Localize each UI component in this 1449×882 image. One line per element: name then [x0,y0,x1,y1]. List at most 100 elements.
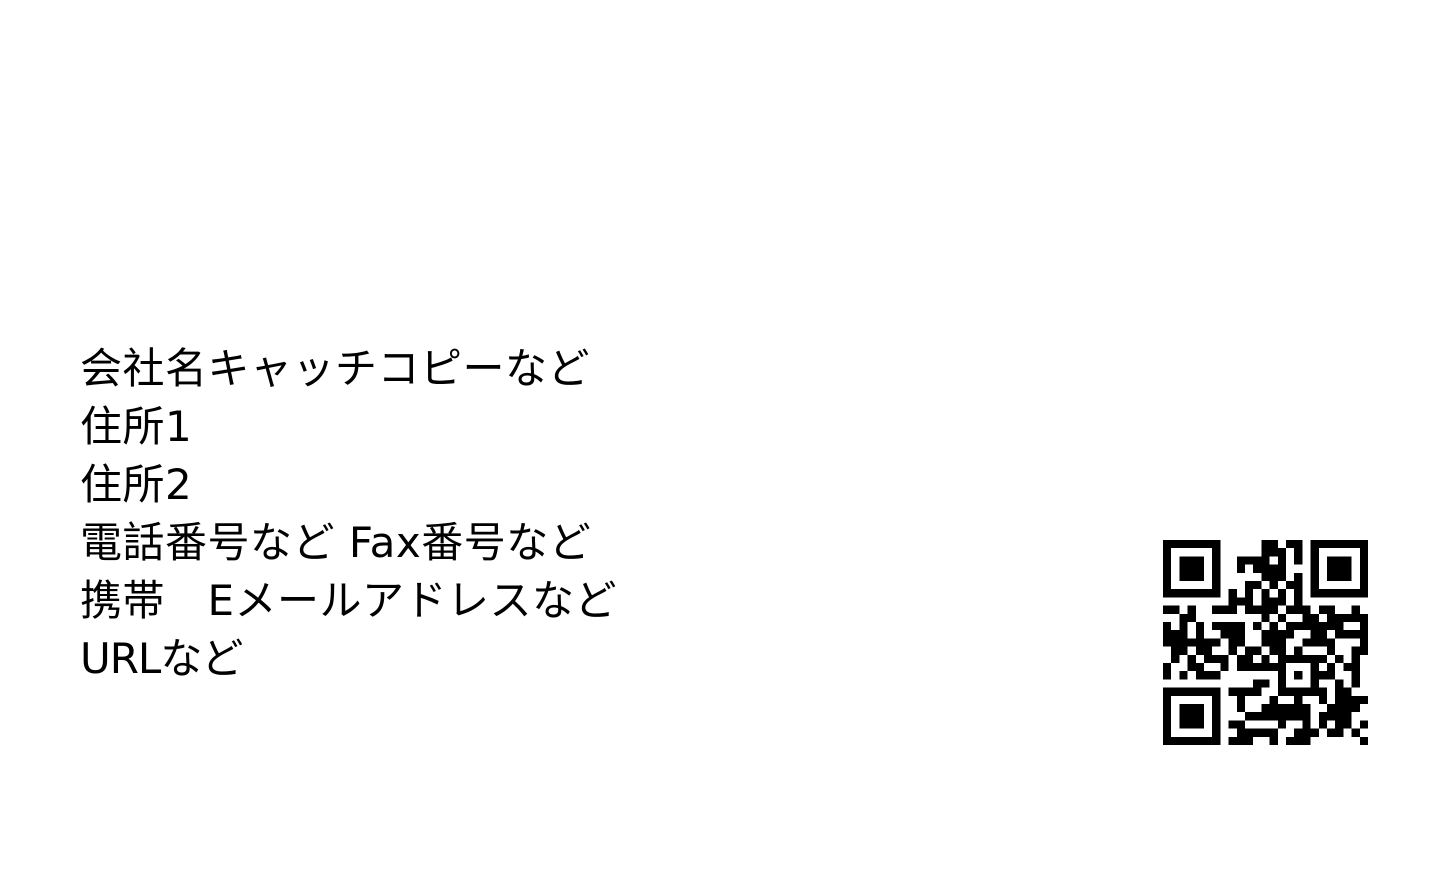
qr-module [1294,687,1303,696]
qr-module [1286,712,1295,721]
address-line-2: 住所2 [80,460,193,509]
qr-module [1187,663,1196,672]
qr-module [1179,687,1188,696]
qr-module [1294,712,1303,721]
qr-module [1212,548,1221,557]
qr-module [1236,630,1245,639]
qr-module [1187,540,1196,549]
qr-module [1343,564,1352,573]
qr-module [1343,630,1352,639]
qr-module [1302,736,1311,745]
qr-module [1212,720,1221,729]
qr-module [1286,630,1295,639]
qr-module [1310,654,1319,663]
qr-module [1261,638,1270,647]
qr-module [1195,638,1204,647]
qr-module [1343,695,1352,704]
qr-module [1236,663,1245,672]
qr-module [1269,646,1278,655]
qr-module [1351,613,1360,622]
qr-module [1187,564,1196,573]
qr-module [1204,671,1213,680]
qr-module [1179,671,1188,680]
qr-module [1286,581,1295,590]
qr-module [1286,704,1295,713]
qr-module [1351,671,1360,680]
qr-module [1179,556,1188,565]
qr-module [1261,704,1270,713]
qr-module [1269,622,1278,631]
qr-module [1343,712,1352,721]
qr-module [1310,630,1319,639]
qr-module [1335,704,1344,713]
qr-module [1277,687,1286,696]
qr-module [1253,679,1262,688]
qr-module [1359,695,1368,704]
qr-module [1310,548,1319,557]
qr-module [1212,638,1221,647]
qr-module [1212,622,1221,631]
qr-module [1269,736,1278,745]
qr-module [1179,540,1188,549]
qr-module [1359,572,1368,581]
qr-module [1269,663,1278,672]
qr-module [1195,671,1204,680]
qr-module [1212,671,1221,680]
qr-module [1277,597,1286,606]
qr-module [1195,572,1204,581]
qr-module [1228,597,1237,606]
qr-module [1310,728,1319,737]
qr-module [1302,613,1311,622]
qr-module [1269,548,1278,557]
qr-module [1228,736,1237,745]
qr-module [1335,712,1344,721]
qr-module [1195,540,1204,549]
qr-module [1335,720,1344,729]
qr-module [1294,736,1303,745]
qr-module [1294,597,1303,606]
qr-module [1294,646,1303,655]
qr-module [1163,728,1172,737]
qr-module [1195,630,1204,639]
qr-module [1351,654,1360,663]
qr-module [1163,663,1172,672]
qr-module [1335,589,1344,598]
qr-module [1187,613,1196,622]
qr-module [1163,622,1172,631]
qr-module [1359,720,1368,729]
qr-module [1261,589,1270,598]
qr-module [1327,605,1336,614]
qr-module [1204,589,1213,598]
qr-module [1212,695,1221,704]
qr-module [1228,646,1237,655]
qr-module [1269,605,1278,614]
qr-module [1212,540,1221,549]
qr-module [1204,736,1213,745]
qr-module [1269,695,1278,704]
qr-module [1171,736,1180,745]
qr-module [1163,712,1172,721]
qr-module [1179,630,1188,639]
qr-module [1261,548,1270,557]
qr-module [1310,564,1319,573]
qr-module [1236,704,1245,713]
qr-module [1327,704,1336,713]
qr-module [1245,556,1254,565]
qr-module [1204,687,1213,696]
qr-module [1187,712,1196,721]
qr-module [1277,630,1286,639]
qr-module [1171,646,1180,655]
qr-module [1286,654,1295,663]
qr-module [1253,605,1262,614]
qr-module [1253,646,1262,655]
qr-module [1195,736,1204,745]
qr-module [1359,638,1368,647]
qr-module [1212,572,1221,581]
qr-module [1236,695,1245,704]
qr-module [1359,548,1368,557]
qr-module [1327,671,1336,680]
qr-module [1318,695,1327,704]
qr-module [1318,720,1327,729]
qr-module [1277,589,1286,598]
